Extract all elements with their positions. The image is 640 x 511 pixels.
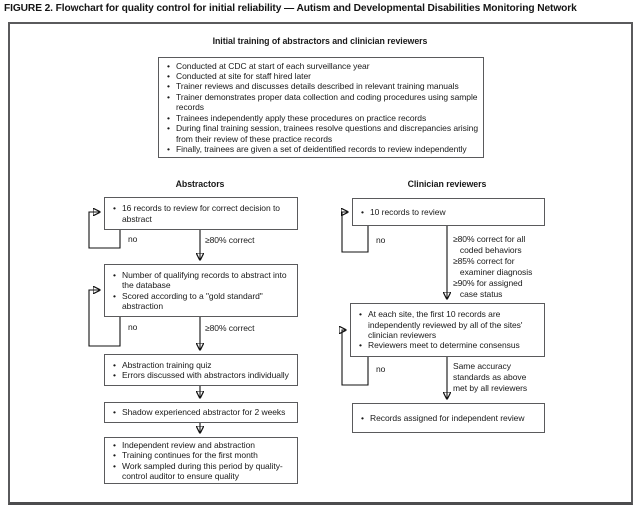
initial-training-bullet-list: Conducted at CDC at start of each survei…: [159, 61, 483, 155]
bullet-item: Conducted at CDC at start of each survei…: [166, 61, 480, 72]
bullet-item: Trainer demonstrates proper data collect…: [166, 92, 480, 113]
clinician-loop1-no-label: no: [376, 235, 386, 245]
bullet-list: At each site, the first 10 records are i…: [351, 309, 544, 351]
bullet-item: Abstraction training quiz: [112, 360, 294, 371]
abstractors-pass1-label: ≥80% correct: [205, 235, 255, 245]
bullet-item: At each site, the first 10 records are i…: [358, 309, 541, 340]
clinician-box-10-records: 10 records to review: [352, 198, 545, 226]
bullet-item: Conducted at site for staff hired later: [166, 71, 480, 82]
clinician-pass2-label: Same accuracy standards as above met by …: [453, 361, 528, 393]
bullet-list: 10 records to review: [353, 207, 544, 218]
bullet-item: Trainer reviews and discusses details de…: [166, 81, 480, 92]
bullet-list: Abstraction training quizErrors discusse…: [105, 360, 297, 381]
bullet-item: Work sampled during this period by quali…: [112, 461, 294, 482]
bullet-item: Finally, trainees are given a set of dei…: [166, 144, 480, 155]
bullet-item: Training continues for the first month: [112, 450, 294, 461]
abstractors-box-shadow: Shadow experienced abstractor for 2 week…: [104, 402, 298, 423]
bullet-item: Trainees independently apply these proce…: [166, 113, 480, 124]
abstractors-box-qualifying-records: Number of qualifying records to abstract…: [104, 264, 298, 317]
bullet-item: Scored according to a "gold standard" ab…: [112, 291, 294, 312]
initial-training-header: Initial training of abstractors and clin…: [212, 36, 428, 46]
abstractors-loop1-no-label: no: [128, 234, 138, 244]
clinician-loop2-no-label: no: [376, 364, 386, 374]
abstractors-pass2-label: ≥80% correct: [205, 323, 255, 333]
clinician-box-records-assigned: Records assigned for independent review: [352, 403, 545, 433]
clinician-box-site-review: At each site, the first 10 records are i…: [350, 303, 545, 357]
clinician-pass1-label: ≥80% correct for all coded behaviors ≥85…: [453, 234, 533, 299]
bullet-list: Number of qualifying records to abstract…: [105, 270, 297, 312]
abstractors-column-header: Abstractors: [175, 179, 225, 189]
bullet-item: Reviewers meet to determine consensus: [358, 340, 541, 351]
bullet-item: 16 records to review for correct decisio…: [112, 203, 294, 224]
bullet-list: 16 records to review for correct decisio…: [105, 203, 297, 224]
abstractors-loop2-no-label: no: [128, 322, 138, 332]
bullet-list: Shadow experienced abstractor for 2 week…: [105, 407, 297, 418]
abstractors-box-16-records: 16 records to review for correct decisio…: [104, 197, 298, 230]
bullet-item: Independent review and abstraction: [112, 440, 294, 451]
initial-training-box: Conducted at CDC at start of each survei…: [158, 57, 484, 158]
figure-title: FIGURE 2. Flowchart for quality control …: [4, 3, 577, 14]
bullet-item: During final training session, trainees …: [166, 123, 480, 144]
bullet-item: 10 records to review: [360, 207, 541, 218]
bullet-item: Records assigned for independent review: [360, 413, 541, 424]
bullet-list: Records assigned for independent review: [353, 413, 544, 424]
abstractors-box-training-quiz: Abstraction training quizErrors discusse…: [104, 354, 298, 386]
bullet-item: Shadow experienced abstractor for 2 week…: [112, 407, 294, 418]
clinician-reviewers-column-header: Clinician reviewers: [407, 179, 487, 189]
bullet-item: Number of qualifying records to abstract…: [112, 270, 294, 291]
bullet-list: Independent review and abstractionTraini…: [105, 440, 297, 482]
abstractors-box-independent-review: Independent review and abstractionTraini…: [104, 437, 298, 484]
bullet-item: Errors discussed with abstractors indivi…: [112, 370, 294, 381]
